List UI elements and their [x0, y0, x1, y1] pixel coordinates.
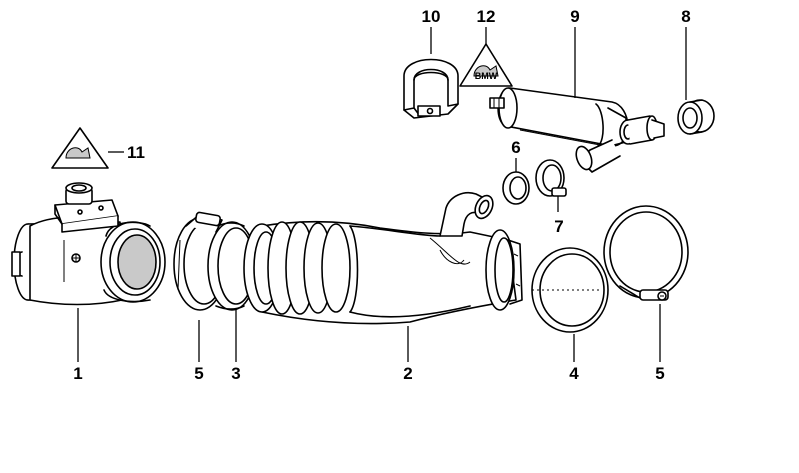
callout-7: 7: [554, 217, 563, 236]
part-9-auxiliary-valve: [489, 87, 665, 173]
callout-1: 1: [73, 364, 82, 383]
callout-9: 9: [570, 7, 579, 26]
part-1-air-mass-meter: [11, 182, 166, 306]
callout-10: 10: [422, 7, 441, 26]
part-6-small-clamp: [502, 171, 530, 205]
callout-labels: 10 12 9 8 11 6 7 1 5 3 2 4 5: [73, 7, 690, 383]
part-3-rubber-boot: [207, 221, 257, 311]
leader-lines: [77, 27, 687, 362]
callout-8: 8: [681, 7, 690, 26]
part-4-ring: [531, 247, 609, 333]
callout-12: 12: [477, 7, 496, 26]
part-10-holder: [403, 58, 459, 119]
callout-5-left: 5: [194, 364, 203, 383]
callout-3: 3: [231, 364, 240, 383]
callout-4: 4: [569, 364, 579, 383]
part-7-small-hose-clamp: [535, 159, 567, 197]
callout-5-right: 5: [655, 364, 664, 383]
callout-6: 6: [511, 138, 520, 157]
part-5-hose-clamp-right: [603, 205, 689, 301]
part-2-intake-boot: [243, 192, 523, 325]
svg-text:BMW: BMW: [475, 71, 498, 81]
hazard-triangle-icon: [51, 127, 109, 169]
part-8-grommet: [677, 99, 715, 135]
callout-2: 2: [403, 364, 412, 383]
callout-11: 11: [127, 143, 145, 162]
hazard-triangle-icon: BMW: [459, 43, 513, 87]
